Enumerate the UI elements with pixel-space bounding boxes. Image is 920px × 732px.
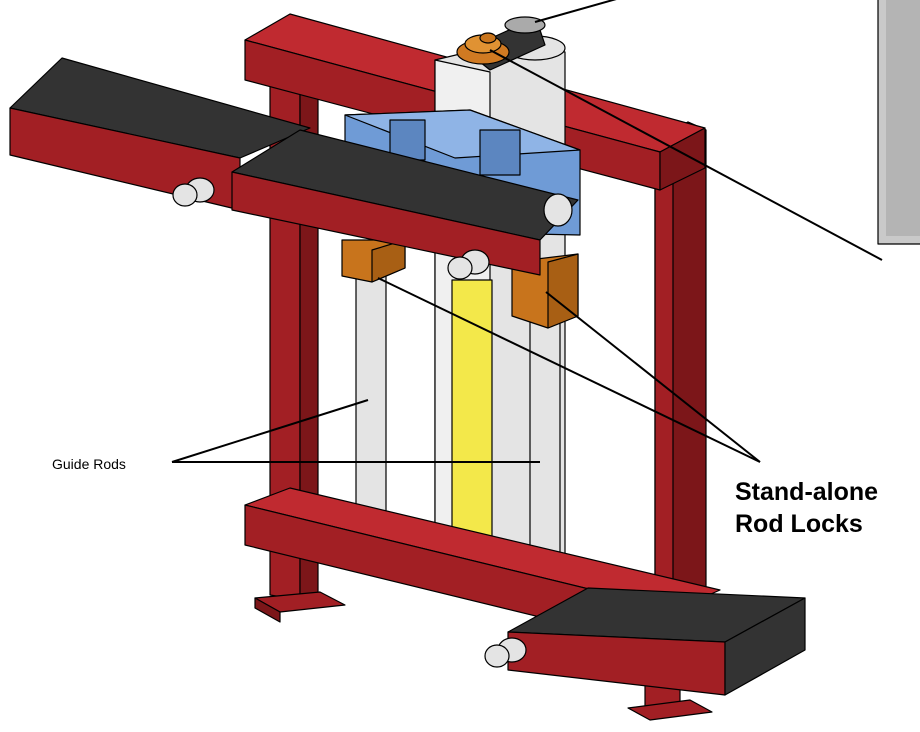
rod-lock-left <box>341 239 406 283</box>
conveyor-middle <box>231 129 579 280</box>
side-panel <box>877 0 920 245</box>
callout-leaders <box>171 0 883 463</box>
motor-pulley <box>456 16 546 71</box>
rod-locks-label-line1: Stand-alone <box>735 478 878 506</box>
conveyor-lower-right <box>484 587 806 696</box>
guide-rods-label: Guide Rods <box>52 456 126 472</box>
rod-locks-label-line2: Rod Locks <box>735 510 863 538</box>
frame-post-rear-right <box>654 121 707 629</box>
cylinder-rod <box>451 279 493 541</box>
conveyor-upper-left <box>9 57 311 211</box>
